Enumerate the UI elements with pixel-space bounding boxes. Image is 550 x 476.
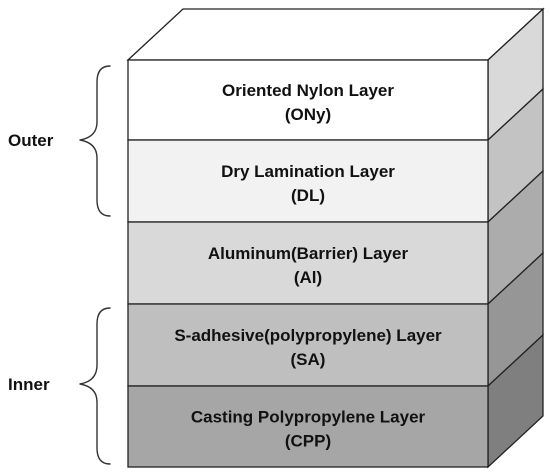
- layer-abbr-sa: (SA): [291, 350, 326, 369]
- layer-front-face-ony: [127, 59, 489, 141]
- layer-front-face-al: [127, 221, 489, 305]
- layer-name-cpp: Casting Polypropylene Layer: [191, 408, 426, 427]
- layer-front-face-cpp: [127, 385, 489, 468]
- group-braces: Outer Inner: [8, 65, 111, 465]
- layer-abbr-cpp: (CPP): [285, 432, 331, 451]
- layer-stack: Oriented Nylon Layer (ONy) Dry Lamination …: [126, 7, 545, 469]
- outer-brace: [79, 65, 111, 217]
- layer-front-face-dl: [127, 139, 489, 223]
- layer-name-dl: Dry Lamination Layer: [221, 162, 395, 181]
- outer-label: Outer: [8, 131, 54, 150]
- layer-name-al: Aluminum(Barrier) Layer: [208, 244, 409, 263]
- layer-front-face-sa: [127, 303, 489, 387]
- layer-abbr-al: (Al): [294, 268, 322, 287]
- inner-brace: [79, 307, 111, 465]
- layer-abbr-dl: (DL): [291, 186, 325, 205]
- layer-name-sa: S-adhesive(polypropylene) Layer: [174, 326, 442, 345]
- layer-abbr-ony: (ONy): [285, 105, 331, 124]
- inner-label: Inner: [8, 375, 50, 394]
- stack-top-face: [126, 8, 545, 61]
- layer-name-ony: Oriented Nylon Layer: [222, 81, 394, 100]
